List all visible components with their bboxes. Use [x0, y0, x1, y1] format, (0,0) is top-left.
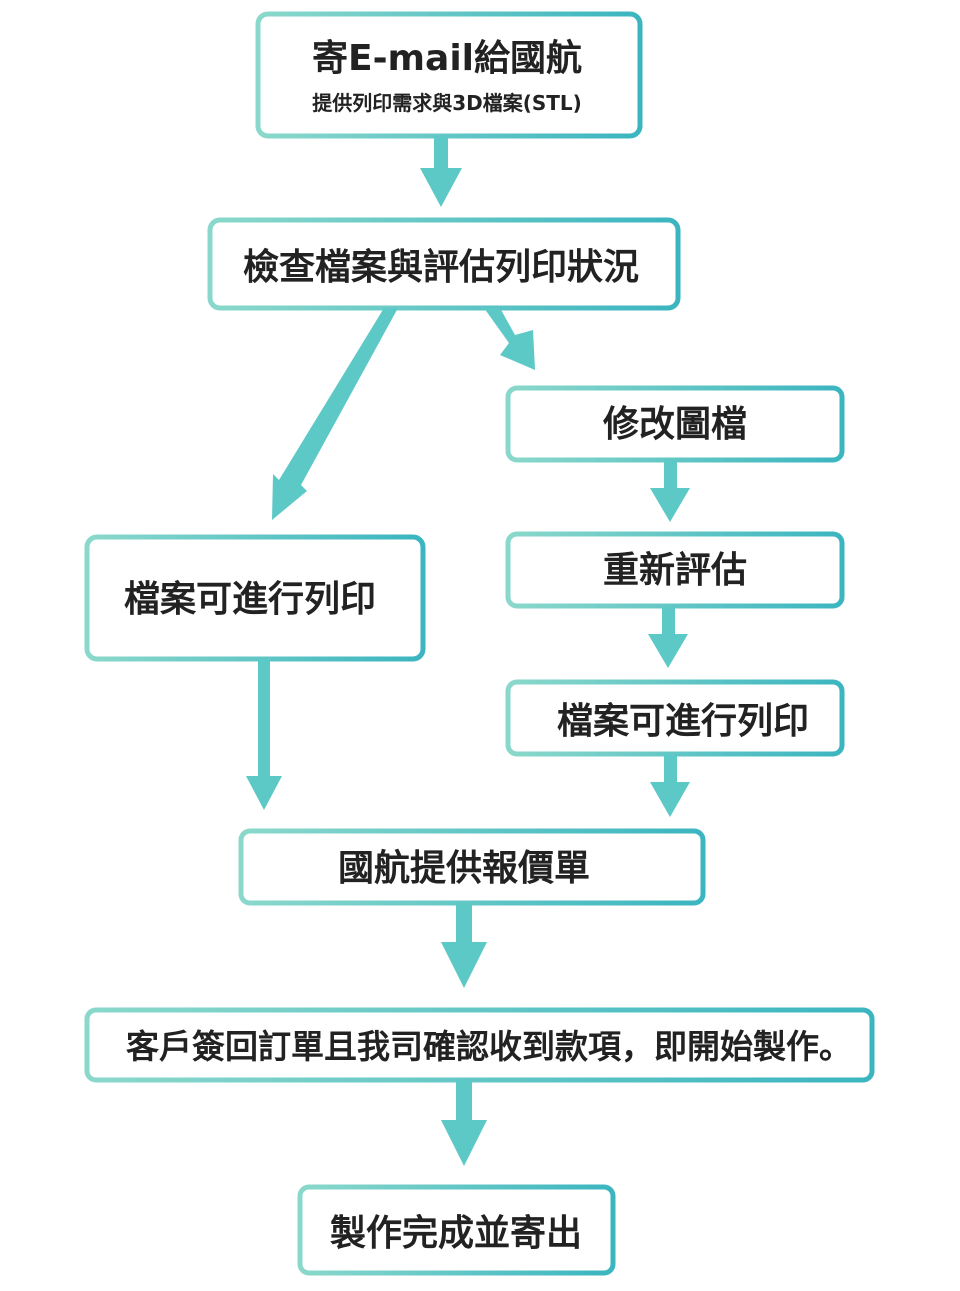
node-email-subtitle: 提供列印需求與3D檔案(STL) [312, 91, 582, 115]
arrow-modify-to-reassess [650, 460, 690, 522]
node-email: 寄E-mail給國航 提供列印需求與3D檔案(STL) [255, 11, 643, 139]
arrow-check-to-modify [484, 308, 535, 370]
arrow-reassess-to-printable-right [648, 606, 688, 668]
node-check-label: 檢查檔案與評估列印狀況 [243, 246, 639, 288]
node-printable-left-label: 檔案可進行列印 [124, 579, 376, 620]
node-printable-left: 檔案可進行列印 [84, 534, 426, 662]
arrow-printable-right-to-quote [650, 754, 690, 817]
node-printable-right-label: 檔案可進行列印 [557, 701, 809, 742]
node-check: 檢查檔案與評估列印狀況 [207, 217, 681, 311]
node-confirm-label: 客戶簽回訂單且我司確認收到款項，即開始製作。 [126, 1027, 852, 1066]
node-modify-label: 修改圖檔 [603, 404, 747, 445]
node-done: 製作完成並寄出 [297, 1184, 616, 1276]
node-reassess: 重新評估 [505, 531, 845, 609]
node-quote: 國航提供報價單 [238, 828, 706, 906]
node-printable-right: 檔案可進行列印 [505, 679, 845, 757]
arrow-printable-left-to-quote [246, 659, 282, 810]
node-quote-label: 國航提供報價單 [338, 847, 590, 889]
arrows [246, 136, 690, 1166]
node-email-title: 寄E-mail給國航 [312, 37, 582, 79]
node-reassess-label: 重新評估 [603, 550, 747, 591]
arrow-quote-to-confirm [441, 903, 487, 988]
arrow-email-to-check [420, 136, 462, 207]
node-done-label: 製作完成並寄出 [330, 1213, 582, 1254]
arrow-confirm-to-done [441, 1080, 487, 1166]
node-modify: 修改圖檔 [505, 385, 845, 463]
arrow-check-to-printable-left [272, 308, 398, 520]
node-confirm: 客戶簽回訂單且我司確認收到款項，即開始製作。 [84, 1007, 875, 1083]
